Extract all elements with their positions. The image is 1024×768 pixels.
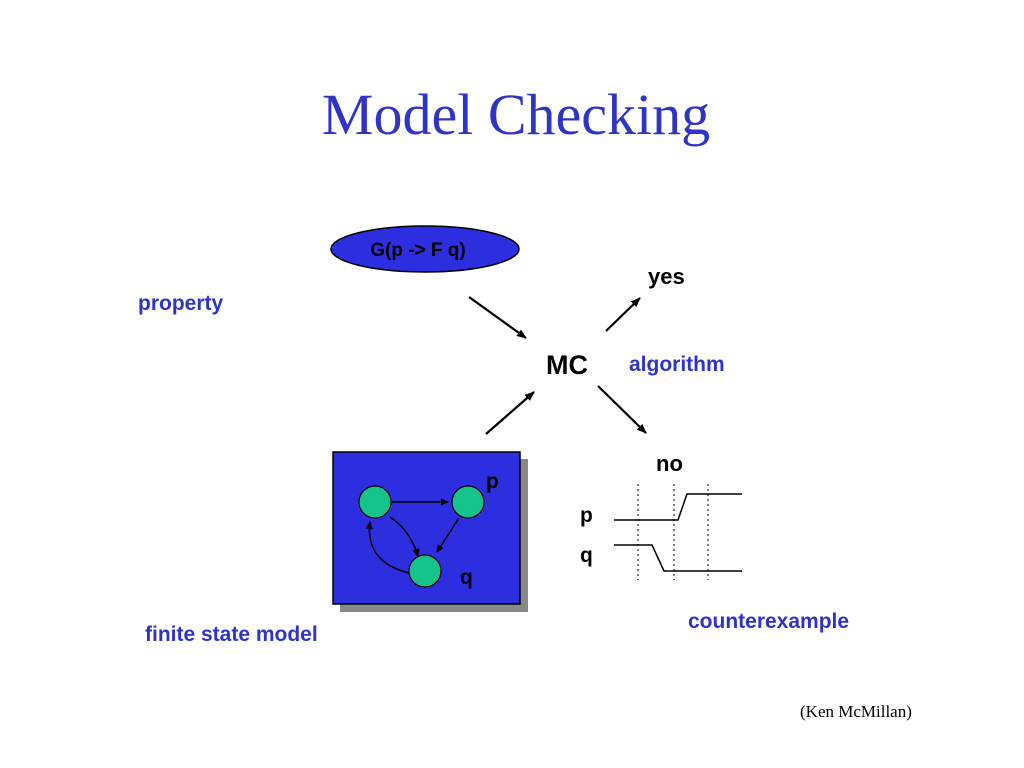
state-node-q	[408, 554, 442, 588]
yes-arrow	[605, 297, 641, 332]
edge-s1-s3	[389, 516, 420, 557]
finite-state-model-label: finite state model	[145, 623, 318, 646]
trace-wave-q	[614, 544, 742, 572]
property-arrow	[468, 296, 527, 339]
node-label-p: p	[486, 470, 499, 493]
yes-label: yes	[648, 264, 685, 289]
no-label: no	[656, 451, 683, 476]
slide-title: Model Checking	[321, 82, 711, 147]
trace-label-q: q	[580, 544, 593, 567]
edge-s3-s1	[365, 521, 410, 574]
state-node-p	[451, 485, 485, 519]
state-node-1	[358, 485, 392, 519]
property-label: property	[138, 292, 224, 315]
credit-text: (Ken McMillan)	[800, 702, 912, 721]
trace-label-p: p	[580, 504, 593, 527]
counterexample-label: counterexample	[688, 610, 850, 633]
edge-s2-s3	[436, 517, 460, 553]
node-label-q: q	[460, 566, 473, 589]
trace-wave-p	[614, 493, 742, 521]
no-arrow	[597, 385, 647, 434]
algorithm-label: algorithm	[629, 353, 725, 376]
mc-label: MC	[546, 350, 588, 380]
model-arrow	[485, 391, 535, 435]
formula-text: G(p -> F q)	[370, 240, 466, 261]
formula-ellipse	[330, 225, 520, 273]
